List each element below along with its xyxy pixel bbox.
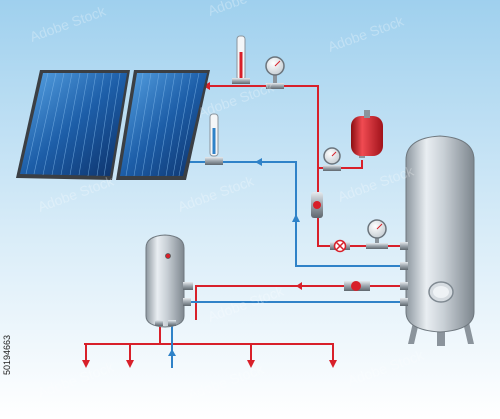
stock-id: 50194663 [2,334,12,376]
pressure-gauge-icon [366,219,388,249]
cold-flow-arrows [168,158,300,356]
solar-panel-left [16,70,130,180]
pressure-gauge-icon [265,56,285,89]
thermometer-icon [232,35,250,84]
pressure-gauge-icon [323,147,341,171]
solar-panel-right [116,70,210,180]
expansion-vessel [351,110,383,158]
thermometer-icon [205,113,223,165]
hot-pipe-network [84,85,404,362]
pump-icon [311,192,323,218]
boiler-tank [145,234,193,328]
valve-icon [330,239,350,253]
storage-tank [400,135,475,346]
valve-icon [344,281,370,291]
